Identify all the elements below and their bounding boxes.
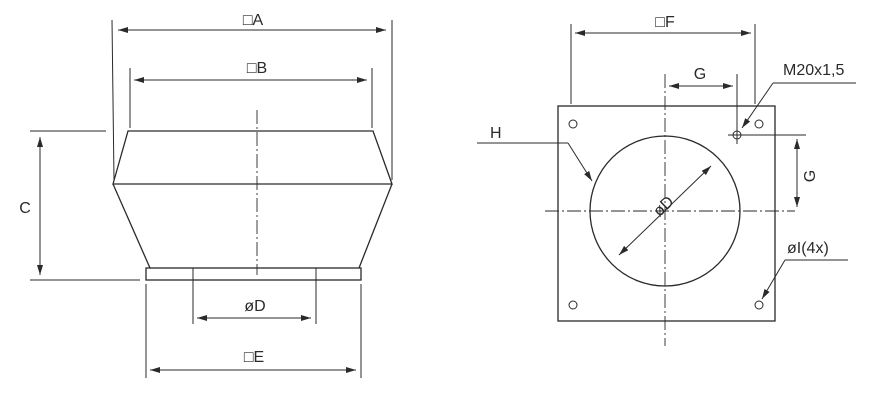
dim-D-diag-line bbox=[618, 165, 712, 256]
dim-B-label: □B bbox=[247, 60, 267, 77]
mounting-hole bbox=[568, 119, 578, 129]
dim-F-label: □F bbox=[655, 14, 675, 31]
holes-callout-label: øI(4x) bbox=[787, 240, 829, 257]
mounting-hole bbox=[568, 300, 578, 310]
dim-A-ext-left bbox=[111, 19, 115, 181]
dim-D-diag-label: øD bbox=[650, 193, 677, 220]
leader-H-diagonal bbox=[567, 142, 593, 182]
leader-holes-diagonal bbox=[761, 259, 786, 300]
dim-G-h-label: G bbox=[694, 66, 706, 83]
base-plate bbox=[557, 105, 776, 322]
side-view: □A □B C øD □E bbox=[19, 12, 393, 378]
dim-C-label: C bbox=[19, 200, 31, 217]
fan-hood-top bbox=[112, 130, 393, 185]
dim-G-v-label: G bbox=[802, 170, 819, 182]
top-view: □F G G øD H M20x1,5 øI(4x) bbox=[477, 14, 856, 346]
dim-D-label: øD bbox=[244, 298, 265, 315]
thread-callout-label: M20x1,5 bbox=[783, 62, 844, 79]
dim-E-label: □E bbox=[244, 349, 264, 366]
label-H: H bbox=[490, 125, 502, 142]
fan-hood-bottom bbox=[112, 183, 393, 269]
dim-A-label: □A bbox=[243, 12, 264, 29]
base-flange bbox=[145, 267, 362, 281]
mounting-hole bbox=[754, 300, 764, 310]
mounting-hole bbox=[754, 119, 764, 129]
leader-thread-diagonal bbox=[741, 82, 774, 129]
